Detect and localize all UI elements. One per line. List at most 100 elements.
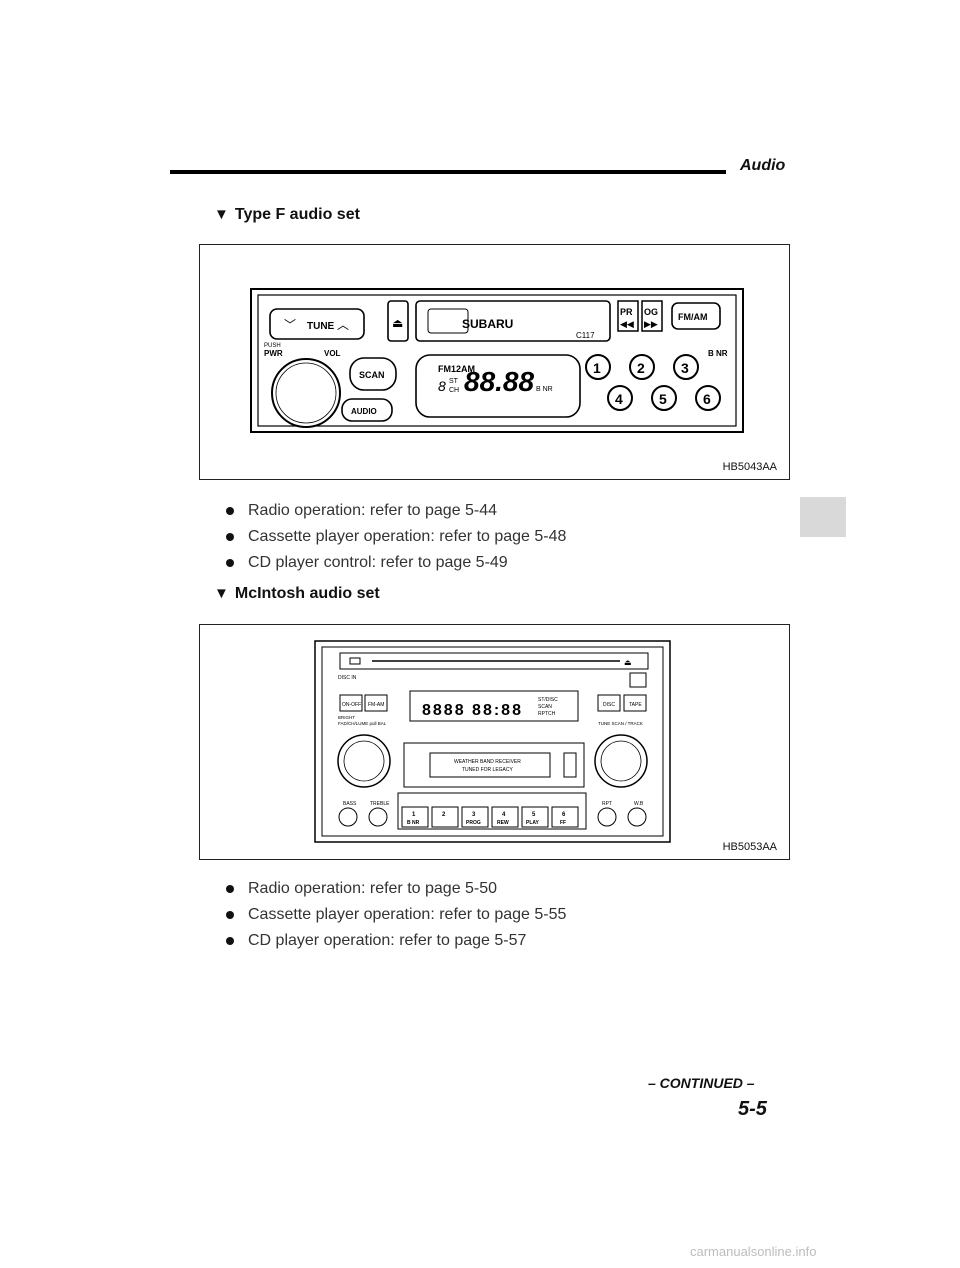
preset-4-label: 4 (502, 812, 506, 818)
preset-5-label: 5 (532, 812, 536, 818)
figure-type-f-audio: ﹀ TUNE ︿ ⏏ SUBARU C117 PR ◀◀ OG ▶▶ FM/AM… (199, 244, 790, 480)
preset-3-label: 3 (681, 360, 689, 376)
watermark: carmanualsonline.info (690, 1244, 817, 1259)
tape-button (623, 694, 647, 712)
eject-icon: ⏏ (624, 658, 632, 667)
tuned-label: TUNED FOR LEGACY (462, 767, 514, 773)
list-item: Cassette player operation: refer to page… (226, 524, 566, 550)
preset-6-sub: FF (560, 820, 566, 826)
mcintosh-logo (629, 672, 647, 688)
heading-text: Type F audio set (234, 206, 360, 223)
preset-buttons: 1 B NR 2 3 PROG 4 REW 5 PLAY 6 FF (401, 806, 579, 828)
chevron-down-icon: ﹀ (284, 318, 296, 332)
figure-code: HB5043AA (722, 461, 777, 473)
scan-button (349, 357, 397, 391)
section-title: Audio (740, 157, 786, 174)
preset-3-label: 3 (472, 812, 476, 818)
cassette-door (415, 300, 611, 342)
chapter-tab (800, 497, 846, 537)
triangle-marker-icon: ▼ (214, 206, 229, 223)
lcd-display (409, 690, 579, 722)
heading-text: McIntosh audio set (234, 585, 380, 602)
preset-2-label: 2 (637, 360, 645, 376)
bullet-list-type-f: Radio operation: refer to page 5-44 Cass… (226, 498, 566, 576)
tape-label: TAPE (629, 702, 642, 708)
list-item: CD player control: refer to page 5-49 (226, 550, 566, 576)
section-heading-type-f: ▼ Type F audio set (214, 206, 360, 224)
svg-text:8888 88:88: 8888 88:88 (422, 702, 523, 719)
audio-label: AUDIO (351, 407, 377, 416)
fmam-label: FM-AM (368, 702, 384, 708)
treble-knob (368, 807, 388, 827)
rewind-icon: ◀◀ (620, 319, 634, 329)
preset-4-label: 4 (615, 391, 623, 407)
tune-label: TUNE (307, 321, 335, 332)
bass-label: BASS (343, 801, 357, 807)
list-item: Cassette player operation: refer to page… (226, 902, 566, 928)
preset-4-sub: REW (497, 820, 509, 826)
chevron-up-icon: ︿ (337, 318, 349, 332)
og-label: OG (644, 307, 658, 317)
fmam-button (671, 302, 721, 330)
type-f-radio-illustration: ﹀ TUNE ︿ ⏏ SUBARU C117 PR ◀◀ OG ▶▶ FM/AM… (250, 288, 744, 433)
fmam-label: FM/AM (678, 312, 708, 322)
display-band: FM12AM (438, 364, 475, 374)
section-heading-mcintosh: ▼ McIntosh audio set (214, 585, 380, 603)
display-ch: CH (449, 387, 459, 394)
preset-5-sub: PLAY (526, 820, 540, 826)
rptch-label: RPTCH (538, 711, 556, 717)
bnr-label: B NR (708, 349, 728, 358)
lcd-display (415, 354, 581, 418)
display-bnr: B NR (536, 386, 553, 393)
pr-label: PR (620, 307, 633, 317)
preset-5-label: 5 (659, 391, 667, 407)
fast-forward-icon: ▶▶ (644, 319, 658, 329)
preset-3-sub: PROG (466, 820, 481, 826)
continued-label: – CONTINUED – (648, 1075, 755, 1091)
figure-mcintosh-audio: ⏏ DISC IN ON-OFF FM-AM BRIGHT FAD/CH/LUM… (199, 624, 790, 860)
page-number: 5-5 (738, 1098, 767, 1120)
bright-label: BRIGHT (338, 715, 355, 720)
audio-button (341, 398, 393, 422)
scan-label: SCAN (538, 704, 552, 710)
cassette-door (403, 742, 585, 788)
wb-label: W.B (634, 801, 644, 807)
rpt-button (597, 807, 617, 827)
preset-6-label: 6 (703, 391, 711, 407)
preset-buttons: 1 2 3 4 5 6 (585, 354, 721, 411)
tune-knob (594, 734, 648, 788)
bullet-list-mcintosh: Radio operation: refer to page 5-50 Cass… (226, 876, 566, 954)
mcintosh-radio-illustration: ⏏ DISC IN ON-OFF FM-AM BRIGHT FAD/CH/LUM… (314, 640, 671, 843)
fmam-button (364, 694, 388, 712)
list-item: Radio operation: refer to page 5-44 (226, 498, 566, 524)
og-ff-button (641, 300, 663, 332)
eject-button (387, 300, 409, 342)
scan-label: SCAN (359, 370, 385, 380)
fadbal-label: FAD/CH/LUME pull BAL (338, 721, 387, 726)
preset-1-sub: B NR (407, 820, 420, 826)
display-digits: 88.88 (464, 366, 534, 397)
st-disc-label: ST/DISC (538, 697, 558, 703)
tune-rocker-button (269, 308, 365, 340)
header-rule (170, 170, 726, 174)
push-label: PUSH (264, 343, 281, 349)
list-item: Radio operation: refer to page 5-50 (226, 876, 566, 902)
triangle-marker-icon: ▼ (214, 585, 229, 602)
onoff-button (339, 694, 363, 712)
wb-button (627, 807, 647, 827)
volume-knob (337, 734, 391, 788)
disc-in-label: DISC IN (338, 675, 357, 681)
tape-eject-button (563, 752, 577, 778)
eject-icon: ⏏ (392, 316, 403, 330)
pwr-label: PWR (264, 349, 283, 358)
tune-scan-track-label: TUNE SCAN / TRACK (598, 721, 643, 726)
volume-knob (271, 358, 341, 428)
preset-6-label: 6 (562, 812, 566, 818)
disc-button (597, 694, 621, 712)
pr-rewind-button (617, 300, 639, 332)
treble-label: TREBLE (370, 801, 390, 807)
model-label: C117 (576, 331, 595, 340)
onoff-label: ON-OFF (342, 702, 361, 708)
figure-code: HB5053AA (722, 841, 777, 853)
bass-knob (338, 807, 358, 827)
